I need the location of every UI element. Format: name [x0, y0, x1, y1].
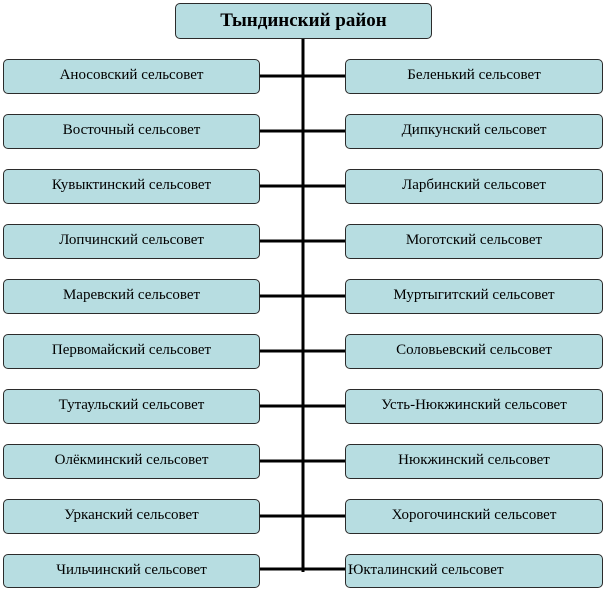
left-node-5: Маревский сельсовет [3, 279, 260, 314]
left-node-3: Кувыктинский сельсовет [3, 169, 260, 204]
left-node-7: Тутаульский сельсовет [3, 389, 260, 424]
left-node-10: Чильчинский сельсовет [3, 554, 260, 588]
right-node-4: Моготский сельсовет [345, 224, 603, 259]
left-node-9: Урканский сельсовет [3, 499, 260, 534]
branch-lines [260, 74, 345, 571]
right-node-8: Нюкжинский сельсовет [345, 444, 603, 479]
root-node-title: Тындинский район [175, 3, 432, 39]
left-node-4: Лопчинский сельсовет [3, 224, 260, 259]
left-node-2: Восточный сельсовет [3, 114, 260, 149]
left-node-6: Первомайский сельсовет [3, 334, 260, 369]
right-node-10: Юкталинский сельсовет [345, 554, 603, 588]
right-node-1: Беленький сельсовет [345, 59, 603, 94]
left-node-8: Олёкминский сельсовет [3, 444, 260, 479]
left-node-1: Аносовский сельсовет [3, 59, 260, 94]
right-node-2: Дипкунский сельсовет [345, 114, 603, 149]
right-node-3: Ларбинский сельсовет [345, 169, 603, 204]
right-node-5: Муртыгитский сельсовет [345, 279, 603, 314]
right-node-7: Усть-Нюкжинский сельсовет [345, 389, 603, 424]
right-node-6: Соловьевский сельсовет [345, 334, 603, 369]
right-node-9: Хорогочинский сельсовет [345, 499, 603, 534]
